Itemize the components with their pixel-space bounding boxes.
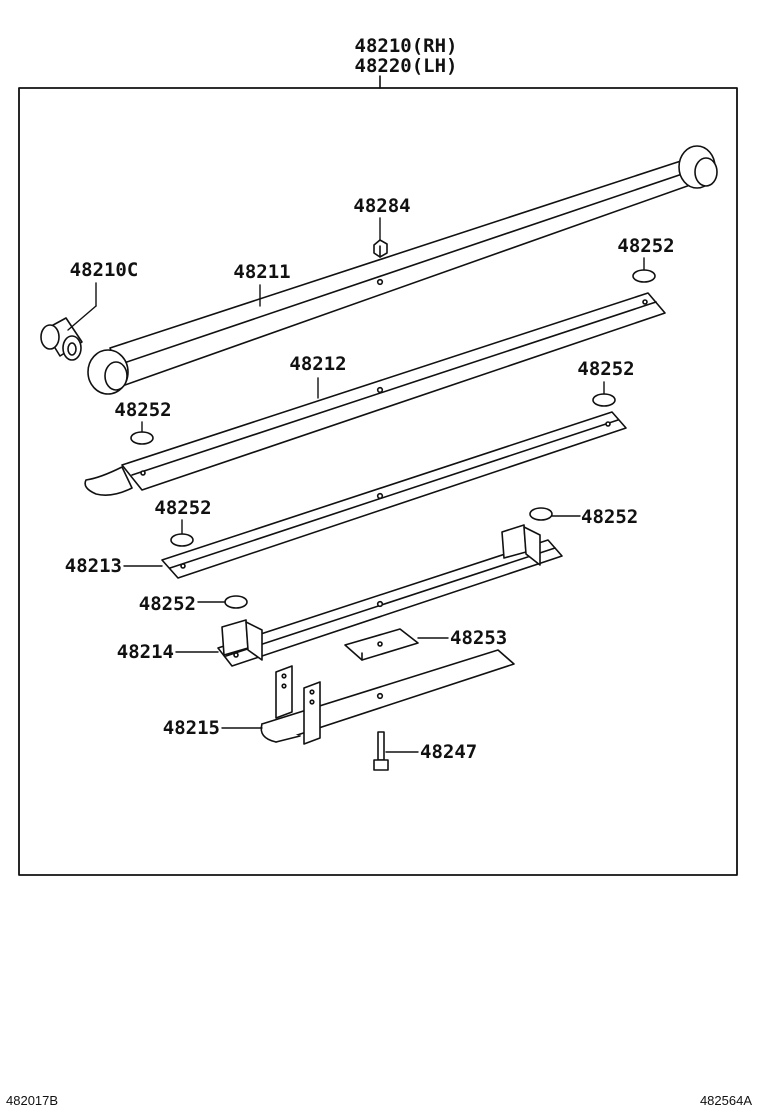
label-48252: 48252 xyxy=(114,399,171,421)
footer-right-code: 482564A xyxy=(699,1093,752,1108)
leaf-48214 xyxy=(217,524,563,667)
leader-lines xyxy=(67,217,645,753)
bolt-48247 xyxy=(373,731,389,771)
header-part-lh: 48220(LH) xyxy=(355,55,458,77)
footer-left-code: 482017B xyxy=(6,1093,59,1108)
label-48252: 48252 xyxy=(154,497,211,519)
label-48252: 48252 xyxy=(581,506,638,528)
diagram-frame xyxy=(18,87,738,876)
leaf-48213 xyxy=(161,411,627,579)
label-48252: 48252 xyxy=(139,593,196,615)
label-48284: 48284 xyxy=(353,195,410,217)
label-48247: 48247 xyxy=(420,741,477,763)
main-leaf-48211 xyxy=(87,145,718,395)
nut-48284 xyxy=(373,239,388,258)
label-48252: 48252 xyxy=(617,235,674,257)
label-48212: 48212 xyxy=(289,353,346,375)
bushing-48210C xyxy=(40,317,83,361)
pad-48252 xyxy=(529,507,553,521)
pad-48252 xyxy=(170,533,194,547)
leaf-48215 xyxy=(260,649,515,745)
label-48253: 48253 xyxy=(450,627,507,649)
label-48210C: 48210C xyxy=(70,259,139,281)
pad-48252 xyxy=(592,393,616,407)
pad-48252 xyxy=(632,269,656,283)
spacer-48253 xyxy=(344,628,419,661)
pad-48252 xyxy=(130,431,154,445)
label-48214: 48214 xyxy=(117,641,174,663)
header-part-rh: 48210(RH) xyxy=(355,35,458,57)
label-48252: 48252 xyxy=(577,358,634,380)
label-48211: 48211 xyxy=(233,261,290,283)
label-48215: 48215 xyxy=(163,717,220,739)
leaf-48212 xyxy=(84,292,666,496)
label-48213: 48213 xyxy=(65,555,122,577)
pad-48252 xyxy=(224,595,248,609)
